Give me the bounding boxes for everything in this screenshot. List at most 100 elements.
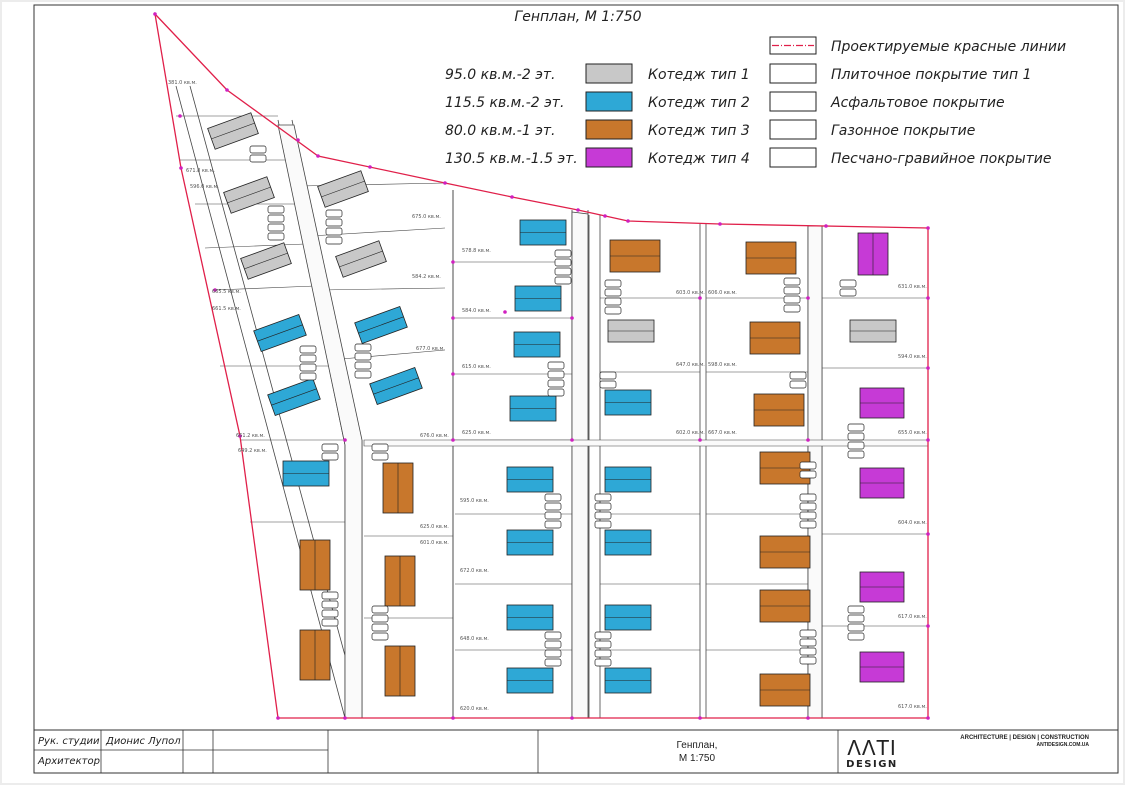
car (594, 640, 612, 649)
car (789, 380, 807, 389)
boundary-node (626, 219, 630, 223)
cottage (207, 112, 259, 150)
car (847, 623, 865, 632)
car (594, 511, 612, 520)
lot-area-label: 665.5 кв.м. (212, 289, 241, 295)
car (547, 370, 565, 379)
cottage (506, 466, 554, 493)
lot-area-label: 625.0 кв.м. (462, 430, 491, 436)
car (371, 632, 389, 641)
boundary-node (451, 372, 455, 376)
legend-sand-gravel-label: Песчано-гравийное покрытие (831, 151, 1052, 167)
legend-tile-paving-label: Плиточное покрытие тип 1 (831, 67, 1032, 83)
title-block-frame (33, 729, 1119, 774)
car (799, 629, 817, 638)
cottage (759, 589, 811, 623)
roof-ridge (321, 180, 365, 198)
car (354, 352, 372, 361)
car (544, 649, 562, 658)
lot-area-label: 596.0 кв.м. (190, 184, 219, 190)
boundary-node (443, 181, 447, 185)
car (783, 286, 801, 295)
car (799, 493, 817, 502)
boundary-node (698, 716, 702, 720)
boundary-node (316, 154, 320, 158)
legend-name-type-1: Котедж тип 1 (648, 67, 750, 83)
car (321, 443, 339, 452)
cottage (849, 319, 897, 343)
roof-ridge (211, 122, 255, 140)
car (554, 276, 572, 285)
boundary-node (926, 366, 930, 370)
car (847, 632, 865, 641)
lot-area-label: 677.0 кв.м. (416, 346, 445, 352)
cottage (240, 242, 292, 280)
lot-line (204, 243, 306, 249)
cottage (317, 170, 369, 208)
legend-area-type-4: 130.5 кв.м.-1.5 эт. (445, 151, 578, 167)
lot-area-label: 661.5 кв.м. (212, 306, 241, 312)
legend-swatch-tile-paving (769, 63, 817, 84)
cottage (857, 232, 889, 276)
lot-area-label: 604.0 кв.м. (898, 520, 927, 526)
car (799, 647, 817, 656)
car (783, 295, 801, 304)
boundary-node (503, 310, 507, 314)
cottage (759, 535, 811, 569)
boundary-node (179, 166, 183, 170)
legend-house-type-1: 95.0 кв.м.-2 эт. Котедж тип 1 (445, 63, 750, 84)
lot-line (329, 349, 446, 361)
car (594, 502, 612, 511)
car (321, 591, 339, 600)
lot-area-label: 655.0 кв.м. (898, 430, 927, 436)
car (554, 249, 572, 258)
legend-swatch-type-2 (585, 91, 633, 112)
cottage (859, 571, 905, 603)
car (544, 640, 562, 649)
car (299, 345, 317, 354)
lot-area-label: 649.2 кв.м. (238, 448, 267, 454)
legend-area-type-3: 80.0 кв.м.-1 эт. (445, 123, 556, 139)
sheet-title-line-2: М 1:750 (679, 753, 716, 764)
car (604, 288, 622, 297)
boundary-node (213, 288, 217, 292)
houses (207, 112, 905, 707)
red-boundary-line (154, 12, 929, 719)
boundary-node (570, 716, 574, 720)
car (321, 452, 339, 461)
lot-area-label: 620.0 кв.м. (460, 706, 489, 712)
boundary-node (570, 316, 574, 320)
boundary-node (698, 438, 702, 442)
car (249, 145, 267, 154)
legend-sand-gravel: Песчано-гравийное покрытие (769, 147, 1052, 168)
car (799, 461, 817, 470)
company-logo-bottom: DESIGN (846, 759, 898, 770)
lot-area-label: 578.8 кв.м. (462, 248, 491, 254)
lot-area-label: 603.0 кв.м. (676, 290, 705, 296)
car (799, 638, 817, 647)
drawing-title: Генплан, М 1:750 (514, 9, 641, 25)
car (321, 609, 339, 618)
sheet-title-line-1: Генплан, (677, 740, 718, 751)
legend-house-type-3: 80.0 кв.м.-1 эт. Котедж тип 3 (445, 119, 750, 140)
car (544, 511, 562, 520)
lot-area-label: 648.0 кв.м. (460, 636, 489, 642)
boundary-node (178, 114, 182, 118)
lot-area-label: 606.0 кв.м. (708, 290, 737, 296)
boundary-node (451, 716, 455, 720)
boundary-node (718, 222, 722, 226)
roof-ridge (227, 186, 271, 204)
car (321, 618, 339, 627)
cottage (604, 466, 652, 493)
lot-area-label: 381.0 кв.м. (168, 80, 197, 86)
car (299, 372, 317, 381)
lot-area-label: 601.0 кв.м. (420, 540, 449, 546)
cottage (335, 240, 387, 278)
lot-area-label: 584.0 кв.м. (462, 308, 491, 314)
car (847, 605, 865, 614)
car (354, 343, 372, 352)
title-block-role-1: Рук. студии (38, 736, 100, 747)
cottage (506, 604, 554, 631)
car (604, 297, 622, 306)
car (371, 614, 389, 623)
